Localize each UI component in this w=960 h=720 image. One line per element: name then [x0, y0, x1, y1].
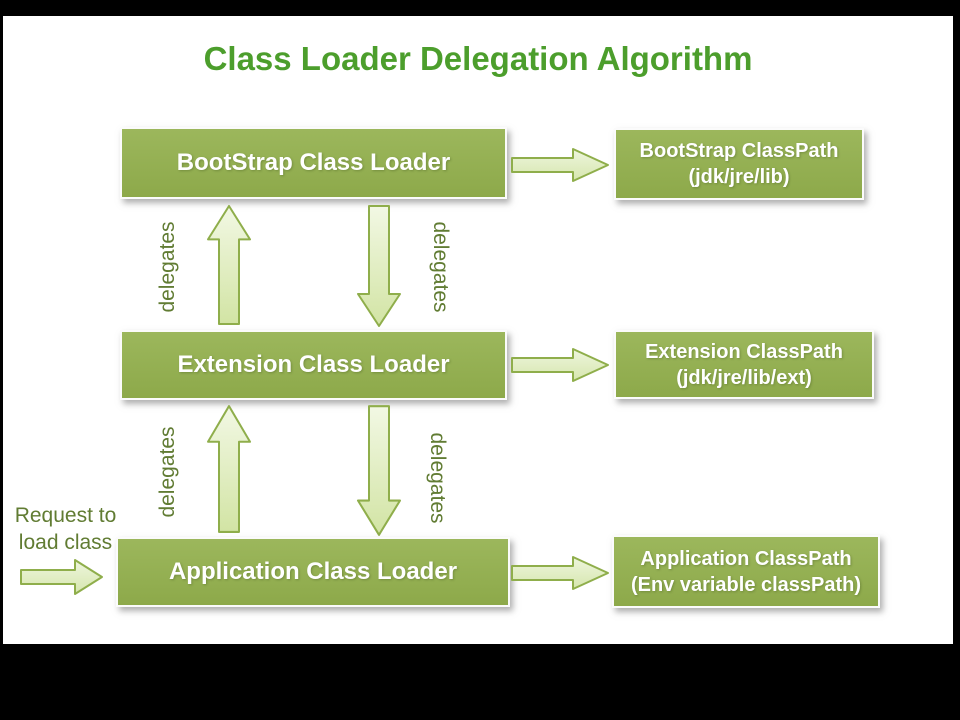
- request-to-load-class-label: Request to load class: [8, 502, 123, 556]
- extension-classpath-box: Extension ClassPath (jdk/jre/lib/ext): [614, 330, 874, 399]
- delegates-label-down-2: delegates: [426, 432, 449, 524]
- request-line1: Request to: [14, 504, 117, 527]
- right-arrow-icon: [511, 348, 609, 382]
- extension-classpath-line1: Extension ClassPath: [645, 340, 843, 363]
- request-line2: load class: [18, 531, 113, 554]
- extension-class-loader-box: Extension Class Loader: [120, 330, 507, 400]
- application-class-loader-label: Application Class Loader: [168, 558, 458, 585]
- extension-classpath-line2: (jdk/jre/lib/ext): [676, 366, 812, 389]
- bootstrap-classpath-line1: BootStrap ClassPath: [639, 140, 839, 162]
- application-classpath-box: Application ClassPath (Env variable clas…: [612, 535, 880, 608]
- delegates-label-down-1: delegates: [429, 221, 452, 313]
- right-arrow-icon: [511, 148, 609, 182]
- page-title: Class Loader Delegation Algorithm: [203, 40, 753, 77]
- arrow-extension-to-classpath: [511, 346, 610, 384]
- right-arrow-icon: [511, 556, 609, 590]
- bootstrap-classpath-box: BootStrap ClassPath (jdk/jre/lib): [614, 128, 864, 200]
- application-classpath-line2: (Env variable classPath): [630, 573, 862, 596]
- arrow-request-to-application-loader: [20, 557, 104, 597]
- bootstrap-classpath-line2: (jdk/jre/lib): [688, 166, 790, 188]
- delegates-label-up-1: delegates: [156, 221, 179, 313]
- arrow-extension-delegates-down-to-application: [356, 404, 402, 537]
- up-arrow-icon: [207, 204, 251, 326]
- application-class-loader-box: Application Class Loader: [116, 537, 510, 607]
- bootstrap-class-loader-box: BootStrap Class Loader: [120, 127, 507, 199]
- up-arrow-icon: [207, 405, 251, 533]
- application-classpath-line1: Application ClassPath: [640, 547, 852, 570]
- bootstrap-class-loader-label: BootStrap Class Loader: [176, 149, 451, 176]
- arrow-extension-delegates-up-to-bootstrap: [206, 204, 252, 326]
- arrow-application-to-classpath: [511, 554, 610, 592]
- arrow-bootstrap-to-classpath: [511, 146, 610, 184]
- down-arrow-icon: [357, 405, 401, 536]
- extension-class-loader-label: Extension Class Loader: [177, 351, 450, 378]
- arrow-bootstrap-delegates-down-to-extension: [356, 204, 402, 328]
- down-arrow-icon: [357, 205, 401, 327]
- right-arrow-icon: [20, 559, 103, 595]
- arrow-application-delegates-up-to-extension: [206, 404, 252, 534]
- delegates-label-up-2: delegates: [156, 426, 179, 518]
- slide-canvas: Class Loader Delegation Algorithm BootSt…: [3, 16, 953, 644]
